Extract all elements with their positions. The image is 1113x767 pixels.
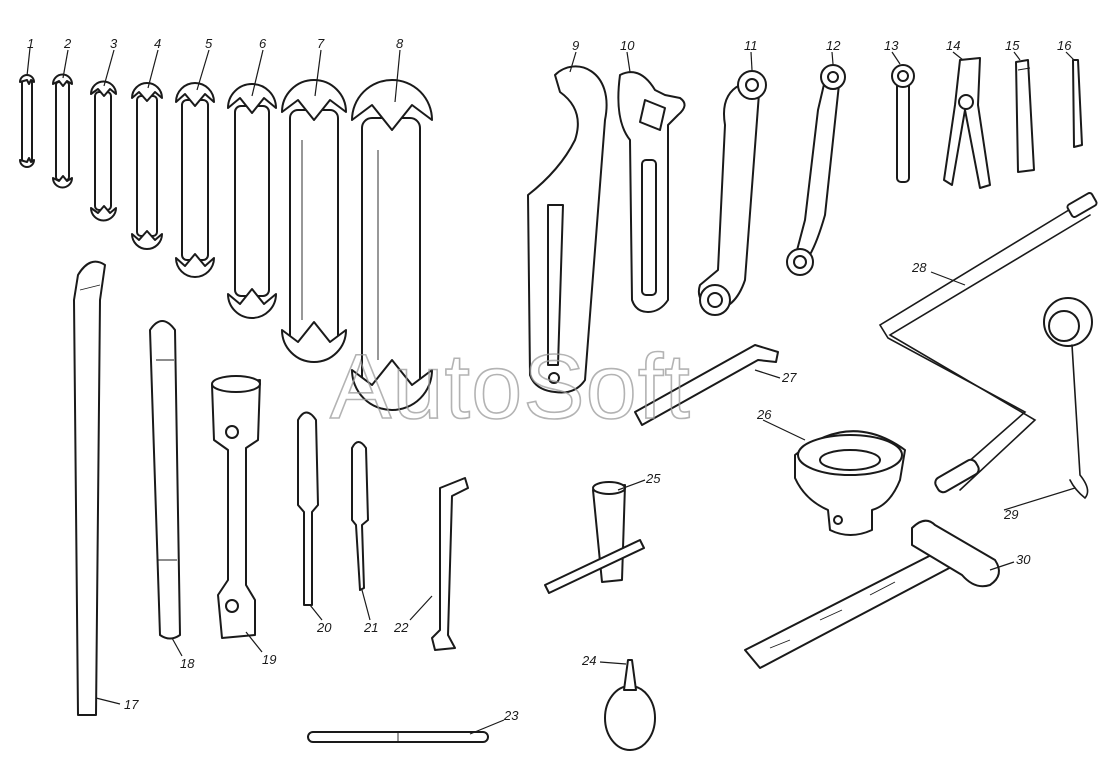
label-23: 23 [503,708,519,723]
screwdriver-21 [351,441,369,591]
callout-numbers: 1 2 3 4 5 6 7 8 9 10 11 12 13 14 15 16 1… [27,36,1072,723]
tire-iron-18 [149,320,181,640]
wrench-3 [90,80,117,222]
label-10: 10 [620,38,635,53]
label-20: 20 [316,620,332,635]
label-29: 29 [1003,507,1018,522]
wrench-5 [175,82,215,278]
adjustable-wrench-10 [617,71,686,313]
wrench-1 [19,74,35,168]
label-1: 1 [27,36,34,51]
label-9: 9 [572,38,579,53]
oil-can-24 [604,659,656,751]
hammer-30 [744,519,1000,669]
label-24: 24 [581,653,596,668]
box-spanner-13 [891,64,915,183]
label-12: 12 [826,38,841,53]
wrench-8 [351,79,433,411]
label-13: 13 [884,38,899,53]
label-26: 26 [756,407,772,422]
hex-key-27 [634,344,779,426]
watermark-text: AutoSoft [330,336,691,438]
large-socket-26 [794,430,906,536]
label-22: 22 [393,620,409,635]
label-18: 18 [180,656,195,671]
wrench-7 [281,79,347,363]
label-16: 16 [1057,38,1072,53]
label-14: 14 [946,38,960,53]
socket-wrench-19 [211,375,261,639]
t-socket-25 [544,481,645,594]
hook-spanner-9 [527,65,608,394]
leader-lines [26,47,1076,735]
label-11: 11 [744,38,758,53]
ring-tool-29 [1043,297,1093,500]
label-25: 25 [645,471,661,486]
bent-bar-22 [431,477,469,651]
wrench-6 [227,83,277,319]
wrench-4 [131,82,163,250]
label-19: 19 [262,652,276,667]
ring-spanner-11 [697,70,767,316]
label-8: 8 [396,36,404,51]
label-27: 27 [781,370,797,385]
label-7: 7 [317,36,325,51]
screwdriver-20 [297,411,319,606]
label-15: 15 [1005,38,1020,53]
rod-23 [307,731,489,743]
crank-handle-28 [878,192,1098,494]
label-3: 3 [110,36,118,51]
ring-spanner-12 [786,64,846,276]
pliers-14 [943,57,991,189]
label-17: 17 [124,697,139,712]
label-4: 4 [154,36,161,51]
punch-16 [1072,59,1083,148]
tire-lever-17 [73,260,106,716]
label-6: 6 [259,36,267,51]
wrench-2 [52,73,73,189]
label-28: 28 [911,260,927,275]
label-2: 2 [63,36,72,51]
label-21: 21 [363,620,378,635]
label-30: 30 [1016,552,1031,567]
label-5: 5 [205,36,213,51]
chisel-15 [1015,59,1035,173]
